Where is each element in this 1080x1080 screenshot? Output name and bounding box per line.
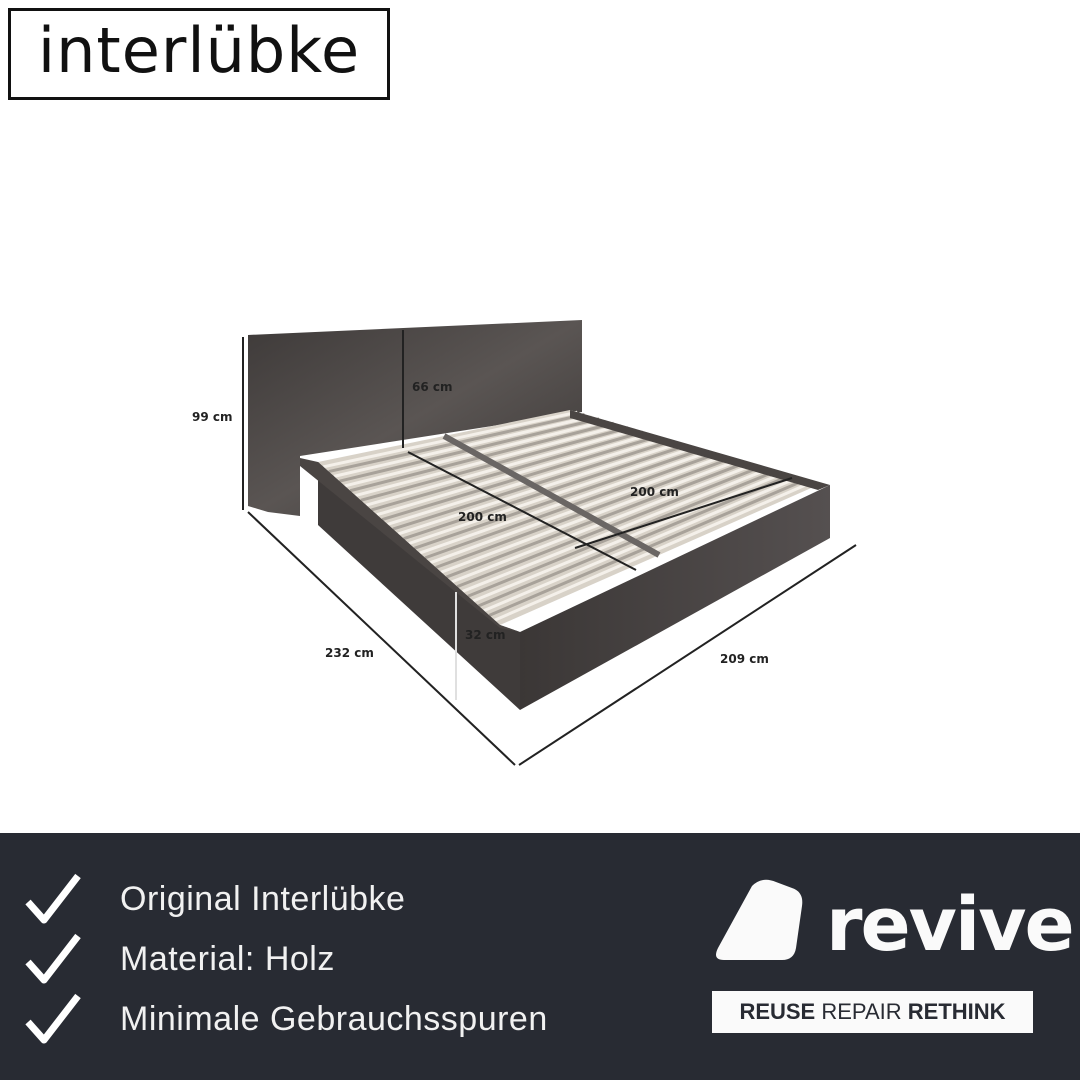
tagline-rethink: RETHINK	[907, 999, 1006, 1024]
product-dimension-figure: 99 cm 66 cm 232 cm 209 cm 200 cm 200 cm …	[0, 110, 1080, 830]
feature-item: Minimale Gebrauchsspuren	[24, 992, 548, 1046]
frame-left-side	[318, 462, 520, 710]
headboard	[248, 320, 582, 516]
checkmark-icon	[25, 993, 81, 1044]
feature-label: Original Interlübke	[120, 879, 406, 918]
interlubke-logo: interlübke	[8, 8, 390, 100]
dim-width: 209 cm	[720, 652, 769, 666]
center-divider	[442, 433, 661, 558]
checkmark-icon	[25, 873, 81, 924]
tagline-repair: REPAIR	[821, 999, 902, 1024]
dim-length: 232 cm	[325, 646, 374, 660]
revive-logo-mark	[716, 879, 803, 960]
footer-banner	[0, 833, 1080, 1080]
feature-label: Minimale Gebrauchsspuren	[120, 999, 548, 1038]
dim-headboard-height: 99 cm	[192, 410, 233, 424]
feature-item: Material: Holz	[24, 932, 335, 986]
feature-label: Material: Holz	[120, 939, 335, 978]
bed-illustration	[242, 320, 857, 766]
slats	[323, 410, 812, 622]
revive-logo-word: revive	[826, 882, 1075, 968]
revive-tagline: REUSE REPAIR RETHINK	[712, 991, 1033, 1033]
feature-item: Original Interlübke	[24, 872, 405, 926]
dim-frame-height: 32 cm	[465, 628, 506, 642]
frame-back-rail	[570, 410, 830, 490]
dimension-lines	[242, 330, 857, 766]
tagline-reuse: REUSE	[739, 999, 816, 1024]
frame-front-side	[520, 485, 830, 710]
dim-headboard-above-frame: 66 cm	[412, 380, 453, 394]
brand-name: interlübke	[37, 14, 361, 87]
dim-mattress-right: 200 cm	[630, 485, 679, 499]
frame-left-rail	[300, 458, 520, 632]
dim-mattress-left: 200 cm	[458, 510, 507, 524]
checkmark-icon	[25, 933, 81, 984]
